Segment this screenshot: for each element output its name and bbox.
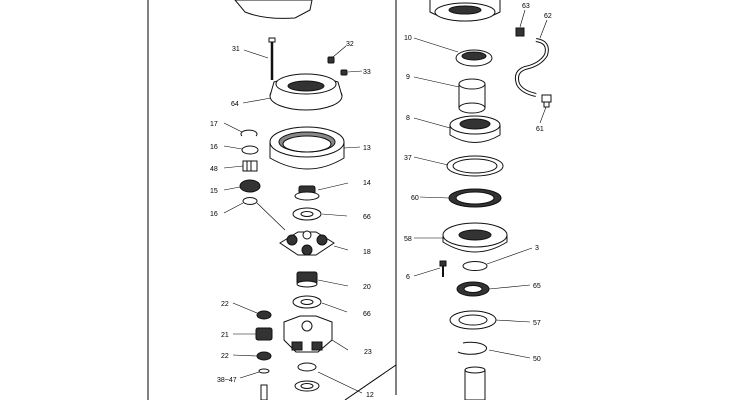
label-48: 48 xyxy=(210,166,218,173)
bearing-10 xyxy=(455,49,493,67)
thrust-washer-66-upper xyxy=(292,207,322,221)
snap-ring-50 xyxy=(457,341,488,355)
housing-top-fragment xyxy=(234,0,313,19)
drive-shaft xyxy=(464,366,486,400)
hose-62 xyxy=(514,38,549,97)
label-15: 15 xyxy=(210,188,218,195)
bolt-6 xyxy=(439,260,447,277)
washer-22-lower xyxy=(256,351,272,361)
label-8: 8 xyxy=(406,115,410,122)
label-32: 32 xyxy=(346,41,354,48)
pin-32 xyxy=(327,56,335,64)
carrier-18 xyxy=(279,230,335,256)
carrier-23 xyxy=(283,315,333,353)
label-17: 17 xyxy=(210,121,218,128)
motor-housing-top xyxy=(429,0,501,22)
label-57: 57 xyxy=(533,320,541,327)
gear-15 xyxy=(239,179,261,193)
label-13: 13 xyxy=(363,145,371,152)
label-66-upper: 66 xyxy=(363,214,371,221)
label-22-upper: 22 xyxy=(221,301,229,308)
sun-gear-14 xyxy=(294,185,320,201)
label-18: 18 xyxy=(363,249,371,256)
plate-57 xyxy=(449,310,497,330)
label-65: 65 xyxy=(533,283,541,290)
sleeve-9 xyxy=(458,78,486,114)
plug-61 xyxy=(541,94,552,108)
label-61: 61 xyxy=(536,126,544,133)
gear-20 xyxy=(296,271,318,288)
label-21: 21 xyxy=(221,332,229,339)
ring-gear-13 xyxy=(269,126,345,170)
bolt-31 xyxy=(268,37,276,80)
label-31: 31 xyxy=(232,46,240,53)
label-37: 37 xyxy=(404,155,412,162)
bearing-8 xyxy=(449,115,501,143)
ring-37 xyxy=(446,155,504,177)
shaft-38-47 xyxy=(258,368,270,400)
seal-65 xyxy=(456,281,490,297)
label-64: 64 xyxy=(231,101,239,108)
label-62: 62 xyxy=(544,13,552,20)
label-63: 63 xyxy=(522,3,530,10)
label-66-lower: 66 xyxy=(363,311,371,318)
label-12: 12 xyxy=(366,392,374,399)
frame-center-lower-link xyxy=(344,364,397,400)
washer-22-upper xyxy=(256,310,272,320)
fitting-63 xyxy=(515,27,525,37)
label-33: 33 xyxy=(363,69,371,76)
label-58: 58 xyxy=(404,236,412,243)
label-23: 23 xyxy=(364,349,372,356)
label-22-lower: 22 xyxy=(221,353,229,360)
gear-21 xyxy=(255,327,273,341)
thrust-washer-66-lower xyxy=(292,295,322,309)
washer-16-lower xyxy=(242,197,258,205)
label-20: 20 xyxy=(363,284,371,291)
snap-ring-17 xyxy=(240,129,258,137)
label-50: 50 xyxy=(533,356,541,363)
label-10: 10 xyxy=(404,35,412,42)
snap-ring-12 xyxy=(294,362,320,392)
o-ring-3 xyxy=(462,261,488,271)
label-38-47: 38~47 xyxy=(217,377,237,384)
bearing-60 xyxy=(448,188,502,208)
washer-16-upper xyxy=(241,145,259,155)
label-60: 60 xyxy=(411,195,419,202)
label-3: 3 xyxy=(535,245,539,252)
pin-33 xyxy=(340,69,348,76)
label-16-lower: 16 xyxy=(210,211,218,218)
label-9: 9 xyxy=(406,74,410,81)
label-16-upper: 16 xyxy=(210,144,218,151)
label-6: 6 xyxy=(406,274,410,281)
label-14: 14 xyxy=(363,180,371,187)
cover-64 xyxy=(269,73,343,111)
needle-bearing-48 xyxy=(242,160,258,172)
flange-58 xyxy=(442,222,508,253)
